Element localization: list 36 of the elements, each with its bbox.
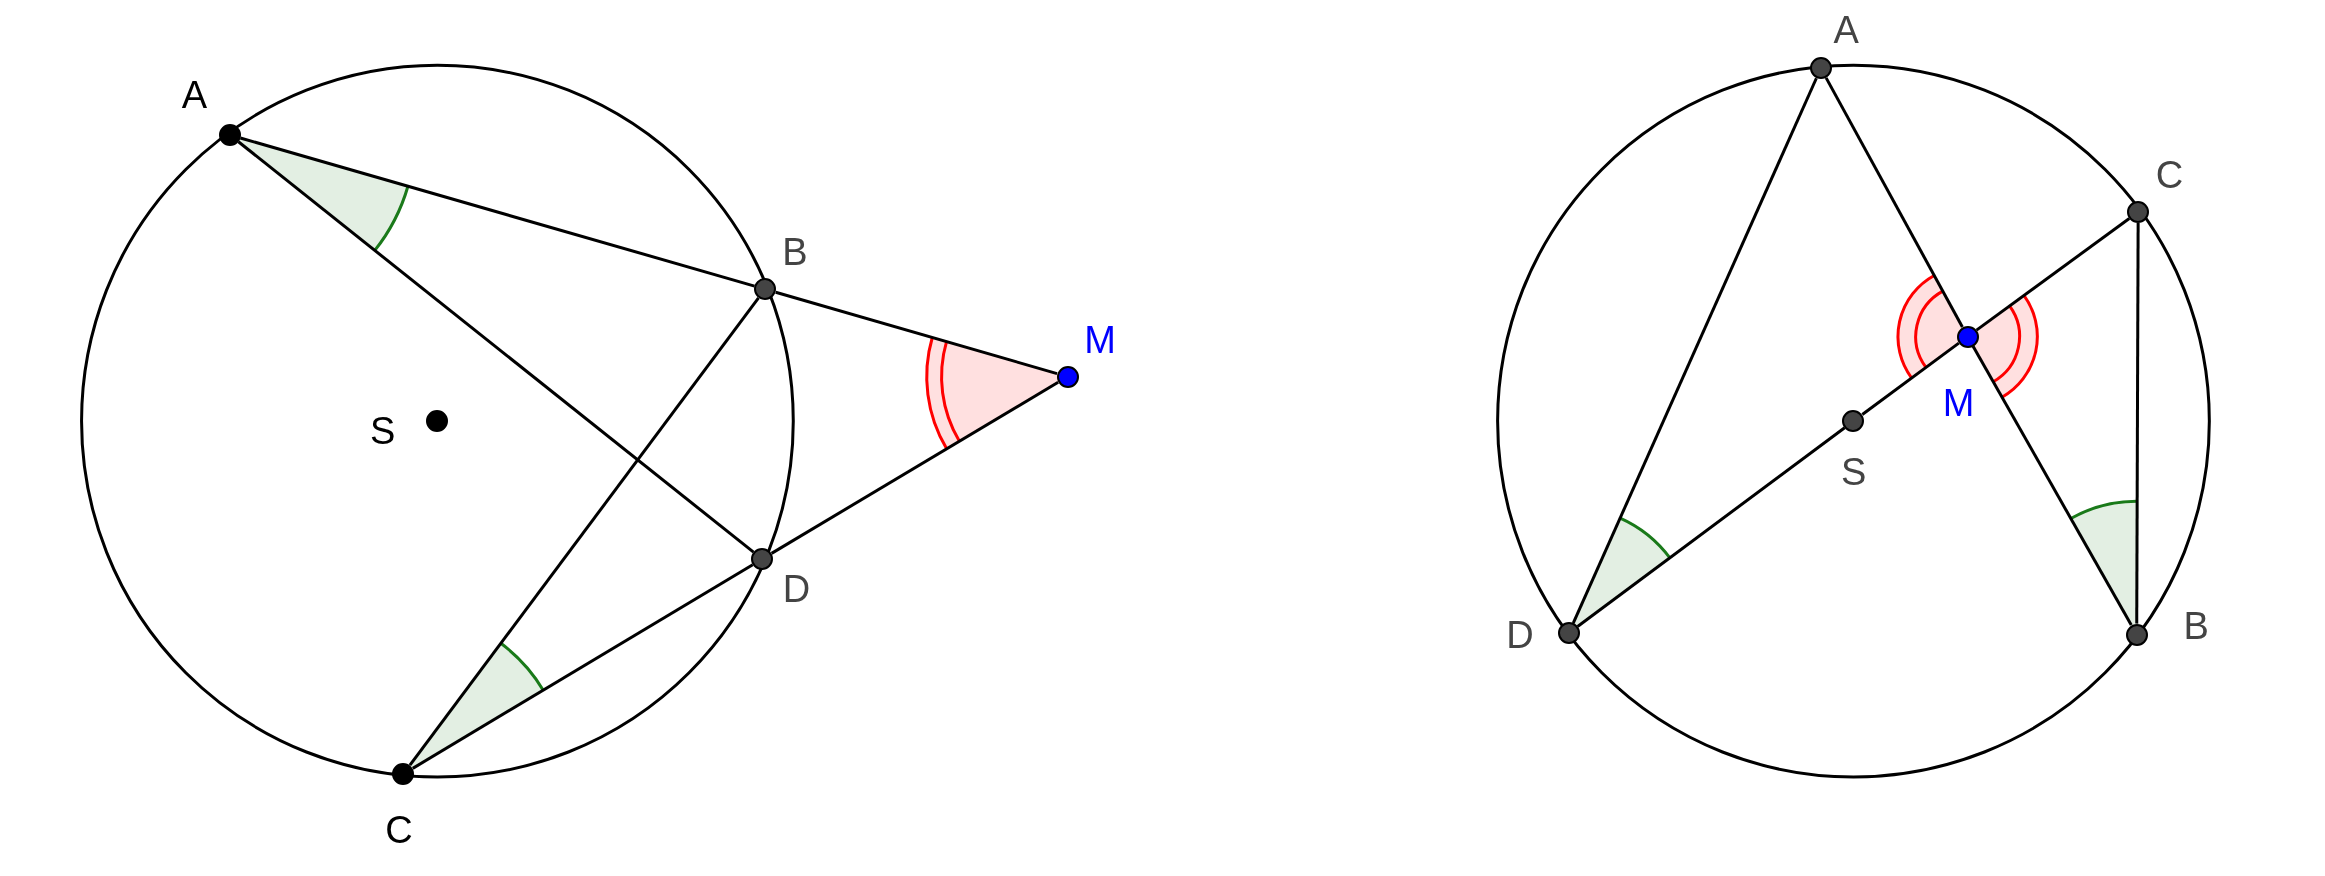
line-segment bbox=[1576, 426, 1846, 628]
point-dot bbox=[1557, 622, 1580, 645]
point-label: A bbox=[1833, 10, 1859, 49]
point-label: C bbox=[385, 811, 413, 850]
point-dot bbox=[426, 410, 449, 433]
point-label: S bbox=[370, 412, 396, 451]
point-label: S bbox=[1840, 452, 1867, 491]
line-segment bbox=[1861, 341, 1960, 416]
point-dot bbox=[754, 278, 777, 301]
line-segment bbox=[1571, 77, 1818, 624]
point-dot bbox=[1056, 365, 1079, 388]
point-label: B bbox=[2183, 606, 2209, 645]
line-segment bbox=[770, 381, 1059, 555]
line-segment bbox=[240, 136, 755, 288]
line-segment bbox=[2135, 223, 2140, 624]
point-label: A bbox=[181, 75, 208, 114]
line-segment bbox=[408, 297, 760, 767]
point-dot bbox=[2127, 201, 2150, 224]
point-dot bbox=[1809, 57, 1832, 80]
point-label: M bbox=[1942, 384, 1975, 423]
line-segment bbox=[1975, 217, 2131, 332]
line-segment bbox=[775, 290, 1058, 375]
point-dot bbox=[1842, 410, 1865, 433]
point-dot bbox=[2125, 623, 2148, 646]
line-segment bbox=[411, 563, 754, 770]
point-label: B bbox=[782, 233, 808, 272]
point-dot bbox=[392, 763, 415, 785]
line-segment bbox=[1824, 77, 1964, 328]
point-label: D bbox=[1506, 615, 1534, 654]
line-segment bbox=[237, 140, 755, 554]
point-label: C bbox=[2155, 155, 2184, 194]
line-segment bbox=[1971, 345, 2133, 626]
point-dot bbox=[751, 548, 774, 570]
point-label: M bbox=[1084, 320, 1116, 359]
point-dot bbox=[218, 123, 241, 146]
point-label: D bbox=[782, 569, 811, 608]
